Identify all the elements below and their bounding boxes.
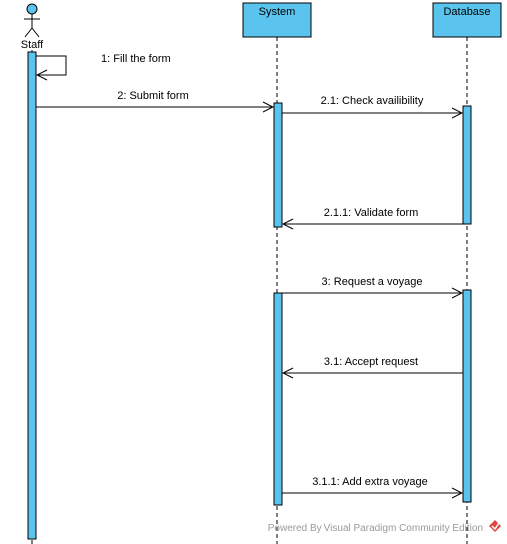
message-1[interactable]: 1: Fill the form [36, 53, 171, 75]
lifeline-database-header [432, 2, 502, 38]
message-2-1-1-label: 2.1.1: Validate form [324, 207, 419, 219]
message-2-1-1[interactable]: 2.1.1: Validate form [283, 207, 463, 224]
message-1-arrow [36, 55, 67, 75]
watermark: Powered By Visual Paradigm Community Edi… [268, 520, 501, 534]
lifeline-system[interactable]: System [242, 2, 312, 38]
lifeline-system-label: System [259, 6, 296, 18]
message-2[interactable]: 2: Submit form [36, 90, 273, 107]
message-1-label: 1: Fill the form [101, 53, 171, 65]
visual-paradigm-logo-icon [489, 520, 501, 532]
activation-system-1[interactable] [273, 102, 283, 228]
actor-staff[interactable]: Staff [21, 3, 44, 51]
lifeline-database[interactable]: Database [432, 2, 502, 38]
message-2-label: 2: Submit form [117, 90, 189, 102]
message-2-1[interactable]: 2.1: Check availibility [282, 95, 462, 113]
actor-head [26, 3, 38, 15]
activation-database-2[interactable] [462, 289, 472, 503]
message-3-label: 3: Request a voyage [322, 276, 423, 288]
lifeline-database-label: Database [443, 6, 490, 18]
message-3-1-label: 3.1: Accept request [324, 356, 418, 368]
message-3[interactable]: 3: Request a voyage [282, 276, 462, 293]
message-3-1[interactable]: 3.1: Accept request [283, 356, 463, 373]
actor-right-leg [31, 27, 40, 38]
actor-label: Staff [21, 39, 44, 51]
message-2-1-label: 2.1: Check availibility [321, 95, 424, 107]
watermark-text: Powered By Visual Paradigm Community Edi… [268, 523, 483, 534]
message-3-1-1[interactable]: 3.1.1: Add extra voyage [282, 476, 462, 493]
actor-left-leg [24, 27, 33, 38]
message-3-1-1-label: 3.1.1: Add extra voyage [312, 476, 428, 488]
activation-database-1[interactable] [462, 105, 472, 225]
activation-staff[interactable] [27, 51, 37, 540]
activation-system-2[interactable] [273, 292, 283, 506]
lifeline-system-header [242, 2, 312, 38]
